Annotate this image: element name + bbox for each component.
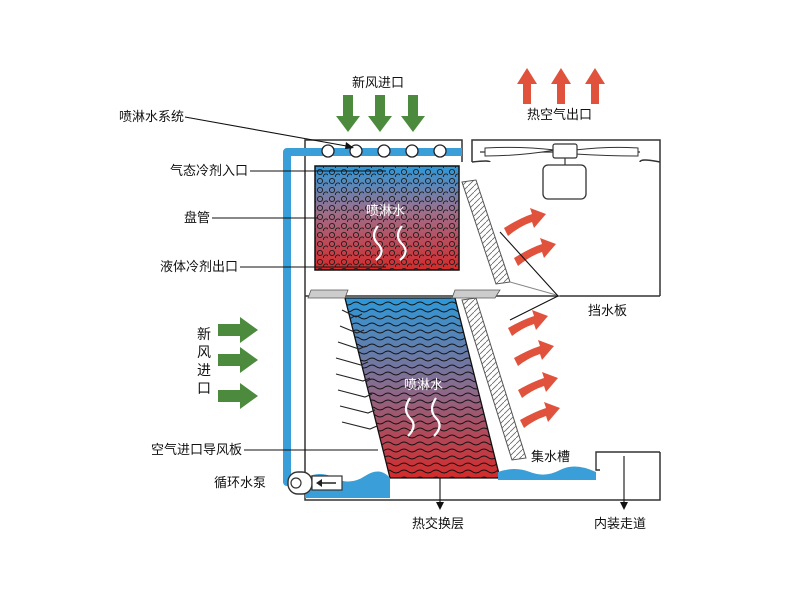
fresh-air-side-arrows (218, 317, 258, 409)
label-spray-water-fill: 喷淋水 (404, 378, 444, 393)
label-spray-system: 喷淋水系统 (118, 110, 184, 125)
hot-air-out-arrows (517, 68, 605, 104)
label-inner-walkway: 内装走道 (594, 517, 647, 532)
label-heat-exchange-layer: 热交换层 (412, 517, 465, 532)
leader-arrowheads (345, 142, 628, 510)
label-liquid-refrigerant-out: 液体冷剂出口 (159, 260, 238, 275)
air-inlet-louvers (335, 309, 378, 430)
pump-icon (287, 471, 343, 495)
label-gas-refrigerant-in: 气态冷剂入口 (169, 164, 248, 179)
label-drift-eliminator: 挡水板 (588, 304, 628, 319)
fill-drift-eliminator (461, 297, 527, 461)
plenum-plates (307, 289, 501, 299)
label-coil: 盘管 (183, 211, 210, 226)
label-spray-water-coil: 喷淋水 (366, 204, 406, 219)
internal-hot-air-arrows (504, 208, 560, 428)
label-water-basin: 集水槽 (531, 450, 571, 465)
coil-bundle (314, 165, 460, 271)
fan-icon (480, 143, 640, 200)
label-fresh-air-top: 新风进口 (352, 76, 405, 91)
spray-nozzle-icon (321, 144, 447, 158)
label-air-inlet-louver: 空气进口导风板 (150, 443, 242, 458)
label-hot-air-out: 热空气出口 (527, 108, 593, 123)
leader-lines (184, 116, 625, 505)
fresh-air-top-arrows (336, 95, 425, 132)
coil-drift-eliminator (461, 179, 561, 297)
inner-walkway-box (595, 451, 660, 471)
label-circulating-pump: 循环水泵 (213, 476, 266, 491)
label-fresh-air-side: 新风进口 (197, 327, 211, 397)
